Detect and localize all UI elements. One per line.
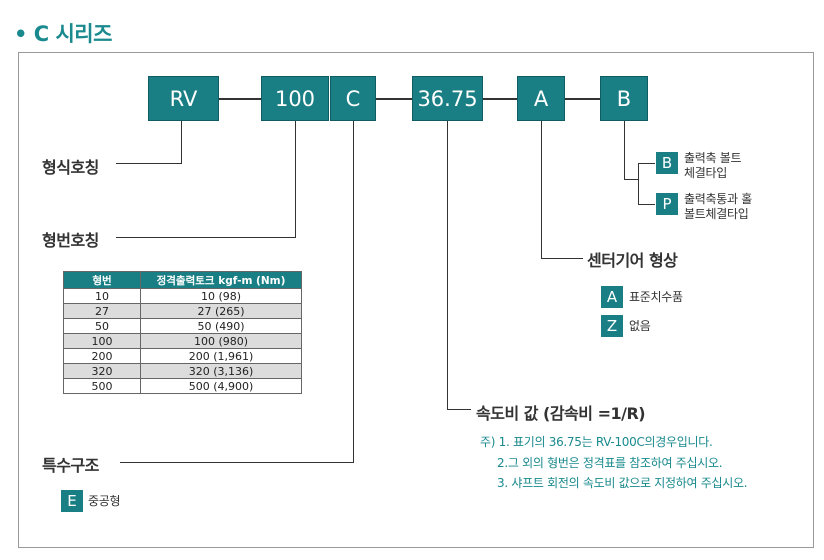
table-cell: 320 — [63, 363, 141, 379]
table-row: 10 10 (98) — [63, 288, 302, 304]
option-badge-a: A — [601, 286, 623, 308]
note-1: 주) 1. 표기의 36.75는 RV-100C의경우입니다. — [480, 435, 713, 449]
leader-line — [116, 237, 296, 238]
table-cell: 50 (490) — [140, 318, 302, 334]
option-badge-b: B — [656, 152, 678, 174]
table-cell: 10 — [63, 288, 141, 304]
leader-line — [120, 462, 354, 463]
option-badge-p: P — [656, 193, 678, 215]
leader-line — [295, 121, 296, 238]
diagram-frame — [18, 52, 814, 548]
table-row: 50 50 (490) — [63, 318, 302, 334]
table-row: 500 500 (4,900) — [63, 378, 302, 394]
label-special: 특수구조 — [42, 456, 99, 475]
table-header: 형번 — [63, 271, 141, 289]
note-3: 3. 샤프트 회전의 속도비 값으로 지정하여 주십시오. — [497, 476, 748, 490]
connector-dash — [219, 98, 261, 100]
code-box-ratio: 36.75 — [412, 76, 483, 121]
table-cell: 500 (4,900) — [140, 378, 302, 394]
leader-line — [638, 204, 655, 205]
leader-line — [181, 121, 182, 164]
leader-line — [638, 163, 655, 164]
leader-line — [353, 121, 354, 463]
label-gear-shape: 센터기어 형상 — [587, 251, 678, 270]
leader-line — [447, 409, 471, 410]
table-row: 27 27 (265) — [63, 303, 302, 319]
table-cell: 100 — [63, 333, 141, 349]
option-text: 표준치수품 — [629, 290, 683, 304]
table-cell: 27 (265) — [140, 303, 302, 319]
leader-line — [447, 121, 448, 410]
table-cell: 100 (980) — [140, 333, 302, 349]
label-speed-ratio: 속도비 값 (감속비 =1/R) — [476, 404, 646, 423]
option-text: 출력축 볼트 체결타입 — [684, 151, 742, 181]
code-box-bolt: B — [600, 76, 648, 121]
table-row: 320 320 (3,136) — [63, 363, 302, 379]
connector-dash — [376, 98, 412, 100]
leader-line — [638, 163, 639, 205]
table-cell: 200 (1,961) — [140, 348, 302, 364]
option-text: 출력축통과 홀 볼트체결타입 — [684, 192, 752, 222]
table-cell: 320 (3,136) — [140, 363, 302, 379]
note-2: 2.그 외의 형번은 정격표를 참조하여 주십시오. — [497, 456, 723, 470]
label-frame-no: 형번호칭 — [42, 231, 99, 250]
table-cell: 10 (98) — [140, 288, 302, 304]
option-badge-e: E — [61, 490, 83, 512]
option-text-line: 출력축통과 홀 — [684, 192, 752, 206]
section-title: • C 시리즈 — [14, 22, 112, 46]
option-text-line: 체결타입 — [684, 166, 727, 180]
option-text-line: 볼트체결타입 — [684, 207, 749, 221]
table-header: 정격출력토크 kgf-m (Nm) — [140, 271, 302, 289]
leader-line — [116, 163, 182, 164]
option-text: 없음 — [629, 319, 651, 333]
table-row: 100 100 (980) — [63, 333, 302, 349]
code-box-gear: A — [517, 76, 565, 121]
code-box-size: 100 — [261, 76, 329, 121]
option-badge-z: Z — [601, 315, 623, 337]
option-text: 중공형 — [88, 494, 121, 508]
table-cell: 50 — [63, 318, 141, 334]
connector-dash — [565, 98, 600, 100]
option-text-line: 출력축 볼트 — [684, 151, 742, 165]
label-model-name: 형식호칭 — [42, 158, 99, 177]
table-cell: 500 — [63, 378, 141, 394]
connector-dash — [483, 98, 517, 100]
leader-line — [624, 179, 638, 180]
table-header-row: 형번 정격출력토크 kgf-m (Nm) — [63, 271, 302, 289]
table-row: 200 200 (1,961) — [63, 348, 302, 364]
leader-line — [541, 258, 583, 259]
rated-torque-table: 형번 정격출력토크 kgf-m (Nm) 10 10 (98) 27 27 (2… — [63, 271, 302, 394]
table-cell: 200 — [63, 348, 141, 364]
code-box-series: C — [330, 76, 376, 121]
leader-line — [541, 121, 542, 259]
leader-line — [624, 121, 625, 180]
code-box-rv: RV — [148, 76, 219, 121]
table-cell: 27 — [63, 303, 141, 319]
